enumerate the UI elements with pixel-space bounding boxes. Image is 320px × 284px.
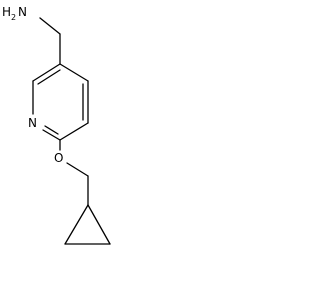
amine-h-label: H (2, 5, 11, 19)
bond-ring-c6-n-double (44, 125, 59, 135)
chemical-structure: H 2 N N O (2, 5, 111, 245)
bond-amine-n-ch2 (39, 17, 61, 35)
bond-ring-c3-c4 (59, 63, 89, 82)
amine-h-count-label: 2 (11, 13, 16, 22)
ether-o-label: O (54, 151, 63, 165)
bond-cyclopropyl-b (87, 204, 111, 245)
bond-ring-c6-n (42, 129, 61, 141)
bond-ring-c2-c3 (32, 63, 61, 82)
bond-ring-c2-c3-double (37, 69, 61, 85)
bond-cyclopropyl-a (64, 204, 89, 245)
ring-n-label: N (28, 116, 37, 130)
amine-n-label: N (18, 5, 27, 19)
bond-ring-c5-c6 (59, 122, 89, 141)
bond-o-ch2 (66, 162, 89, 177)
